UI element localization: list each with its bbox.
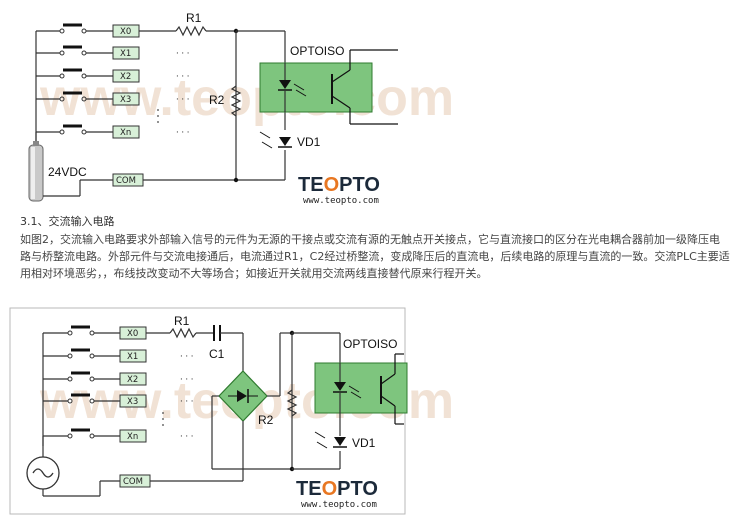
- optoisolator-box: [314, 362, 408, 414]
- capacitor-c1-label: C1: [209, 347, 225, 361]
- continuation-dots: · · ·: [180, 352, 194, 362]
- switch-row-x0: [43, 325, 120, 336]
- capacitor-c1-icon: [213, 325, 221, 341]
- terminal-xn: Xn: [127, 432, 138, 442]
- watermark: www.teopto.com: [39, 69, 454, 127]
- phototransistor-icon: [331, 49, 398, 125]
- dc-circuit-diagram: www.teopto.com 24VDC: [28, 11, 454, 206]
- resistor-r1-label: R1: [186, 11, 202, 25]
- terminal-block: X0 X1 X2 X3 Xn COM: [119, 326, 151, 488]
- continuation-dots: · · ·: [176, 72, 190, 82]
- switch-row-x2: [43, 371, 120, 382]
- terminal-x2: X2: [127, 375, 138, 385]
- continuation-dots: · · ·: [176, 128, 190, 138]
- diode-vd1-icon: [259, 131, 292, 149]
- ac-source-icon: [26, 456, 60, 490]
- diode-vd1-label: VD1: [297, 135, 321, 149]
- resistor-r2-label: R2: [258, 413, 274, 427]
- resistor-r2-icon: [230, 85, 242, 117]
- optoisolator-box: [259, 62, 373, 113]
- terminal-x2: X2: [120, 72, 131, 82]
- continuation-dots: · · ·: [180, 432, 194, 442]
- optoiso-label: OPTOISO: [343, 337, 397, 351]
- resistor-r2-icon: [286, 389, 298, 417]
- logo-url: www.teopto.com: [301, 500, 377, 510]
- continuation-dots: · · ·: [176, 49, 190, 59]
- continuation-dots: · · ·: [180, 375, 194, 385]
- svg-text:TEOPTO: TEOPTO: [298, 174, 380, 196]
- battery-24vdc-icon: [28, 132, 113, 202]
- terminal-x3: X3: [120, 95, 131, 105]
- continuation-dots: · · ·: [180, 397, 194, 407]
- terminal-x3: X3: [127, 397, 138, 407]
- continuation-dots: · · ·: [176, 95, 190, 105]
- resistor-r1-icon: [169, 327, 197, 339]
- terminal-x0: X0: [120, 27, 131, 37]
- ac-circuit-diagram: www.teopto.com: [9, 307, 454, 515]
- resistor-r1-icon: [175, 25, 207, 37]
- switch-row-x3: [36, 91, 113, 102]
- svg-text:TEOPTO: TEOPTO: [296, 478, 378, 500]
- switch-row-x1: [43, 348, 120, 359]
- figure-ac-input-circuit: www.teopto.com: [0, 296, 739, 516]
- switch-row-x3: [43, 393, 120, 404]
- teopto-logo: TEOPTO www.teopto.com: [298, 174, 380, 206]
- terminal-block: X0 X1 X2 X3 Xn COM: [112, 24, 144, 187]
- terminal-x1: X1: [127, 352, 138, 362]
- source-label: 24VDC: [48, 165, 87, 179]
- phototransistor-icon: [380, 353, 404, 425]
- terminal-com: COM: [123, 477, 143, 487]
- terminal-x1: X1: [120, 49, 131, 59]
- switch-row-x2: [36, 68, 113, 79]
- vertical-dots: [162, 412, 164, 426]
- diode-vd1-icon: [314, 431, 347, 449]
- terminal-com: COM: [116, 176, 136, 186]
- vertical-dots: [157, 109, 159, 123]
- switch-row-xn: [43, 428, 120, 439]
- resistor-r2-label: R2: [209, 93, 225, 107]
- section-body: 如图2，交流输入电路要求外部输入信号的元件为无源的干接点或交流有源的无触点开关接…: [20, 233, 730, 280]
- optoiso-label: OPTOISO: [290, 44, 344, 58]
- terminal-x0: X0: [127, 329, 138, 339]
- switch-row-x0: [36, 23, 113, 34]
- resistor-r1-label: R1: [174, 314, 190, 328]
- diode-vd1-label: VD1: [352, 436, 376, 450]
- logo-url: www.teopto.com: [303, 196, 379, 206]
- switch-row-xn: [36, 124, 113, 135]
- terminal-xn: Xn: [120, 128, 131, 138]
- section-title: 3.1、交流输入电路: [20, 215, 115, 228]
- figure-dc-input-circuit: www.teopto.com 24VDC: [0, 0, 739, 210]
- teopto-logo: TEOPTO www.teopto.com: [296, 478, 378, 510]
- switch-row-x1: [36, 45, 113, 56]
